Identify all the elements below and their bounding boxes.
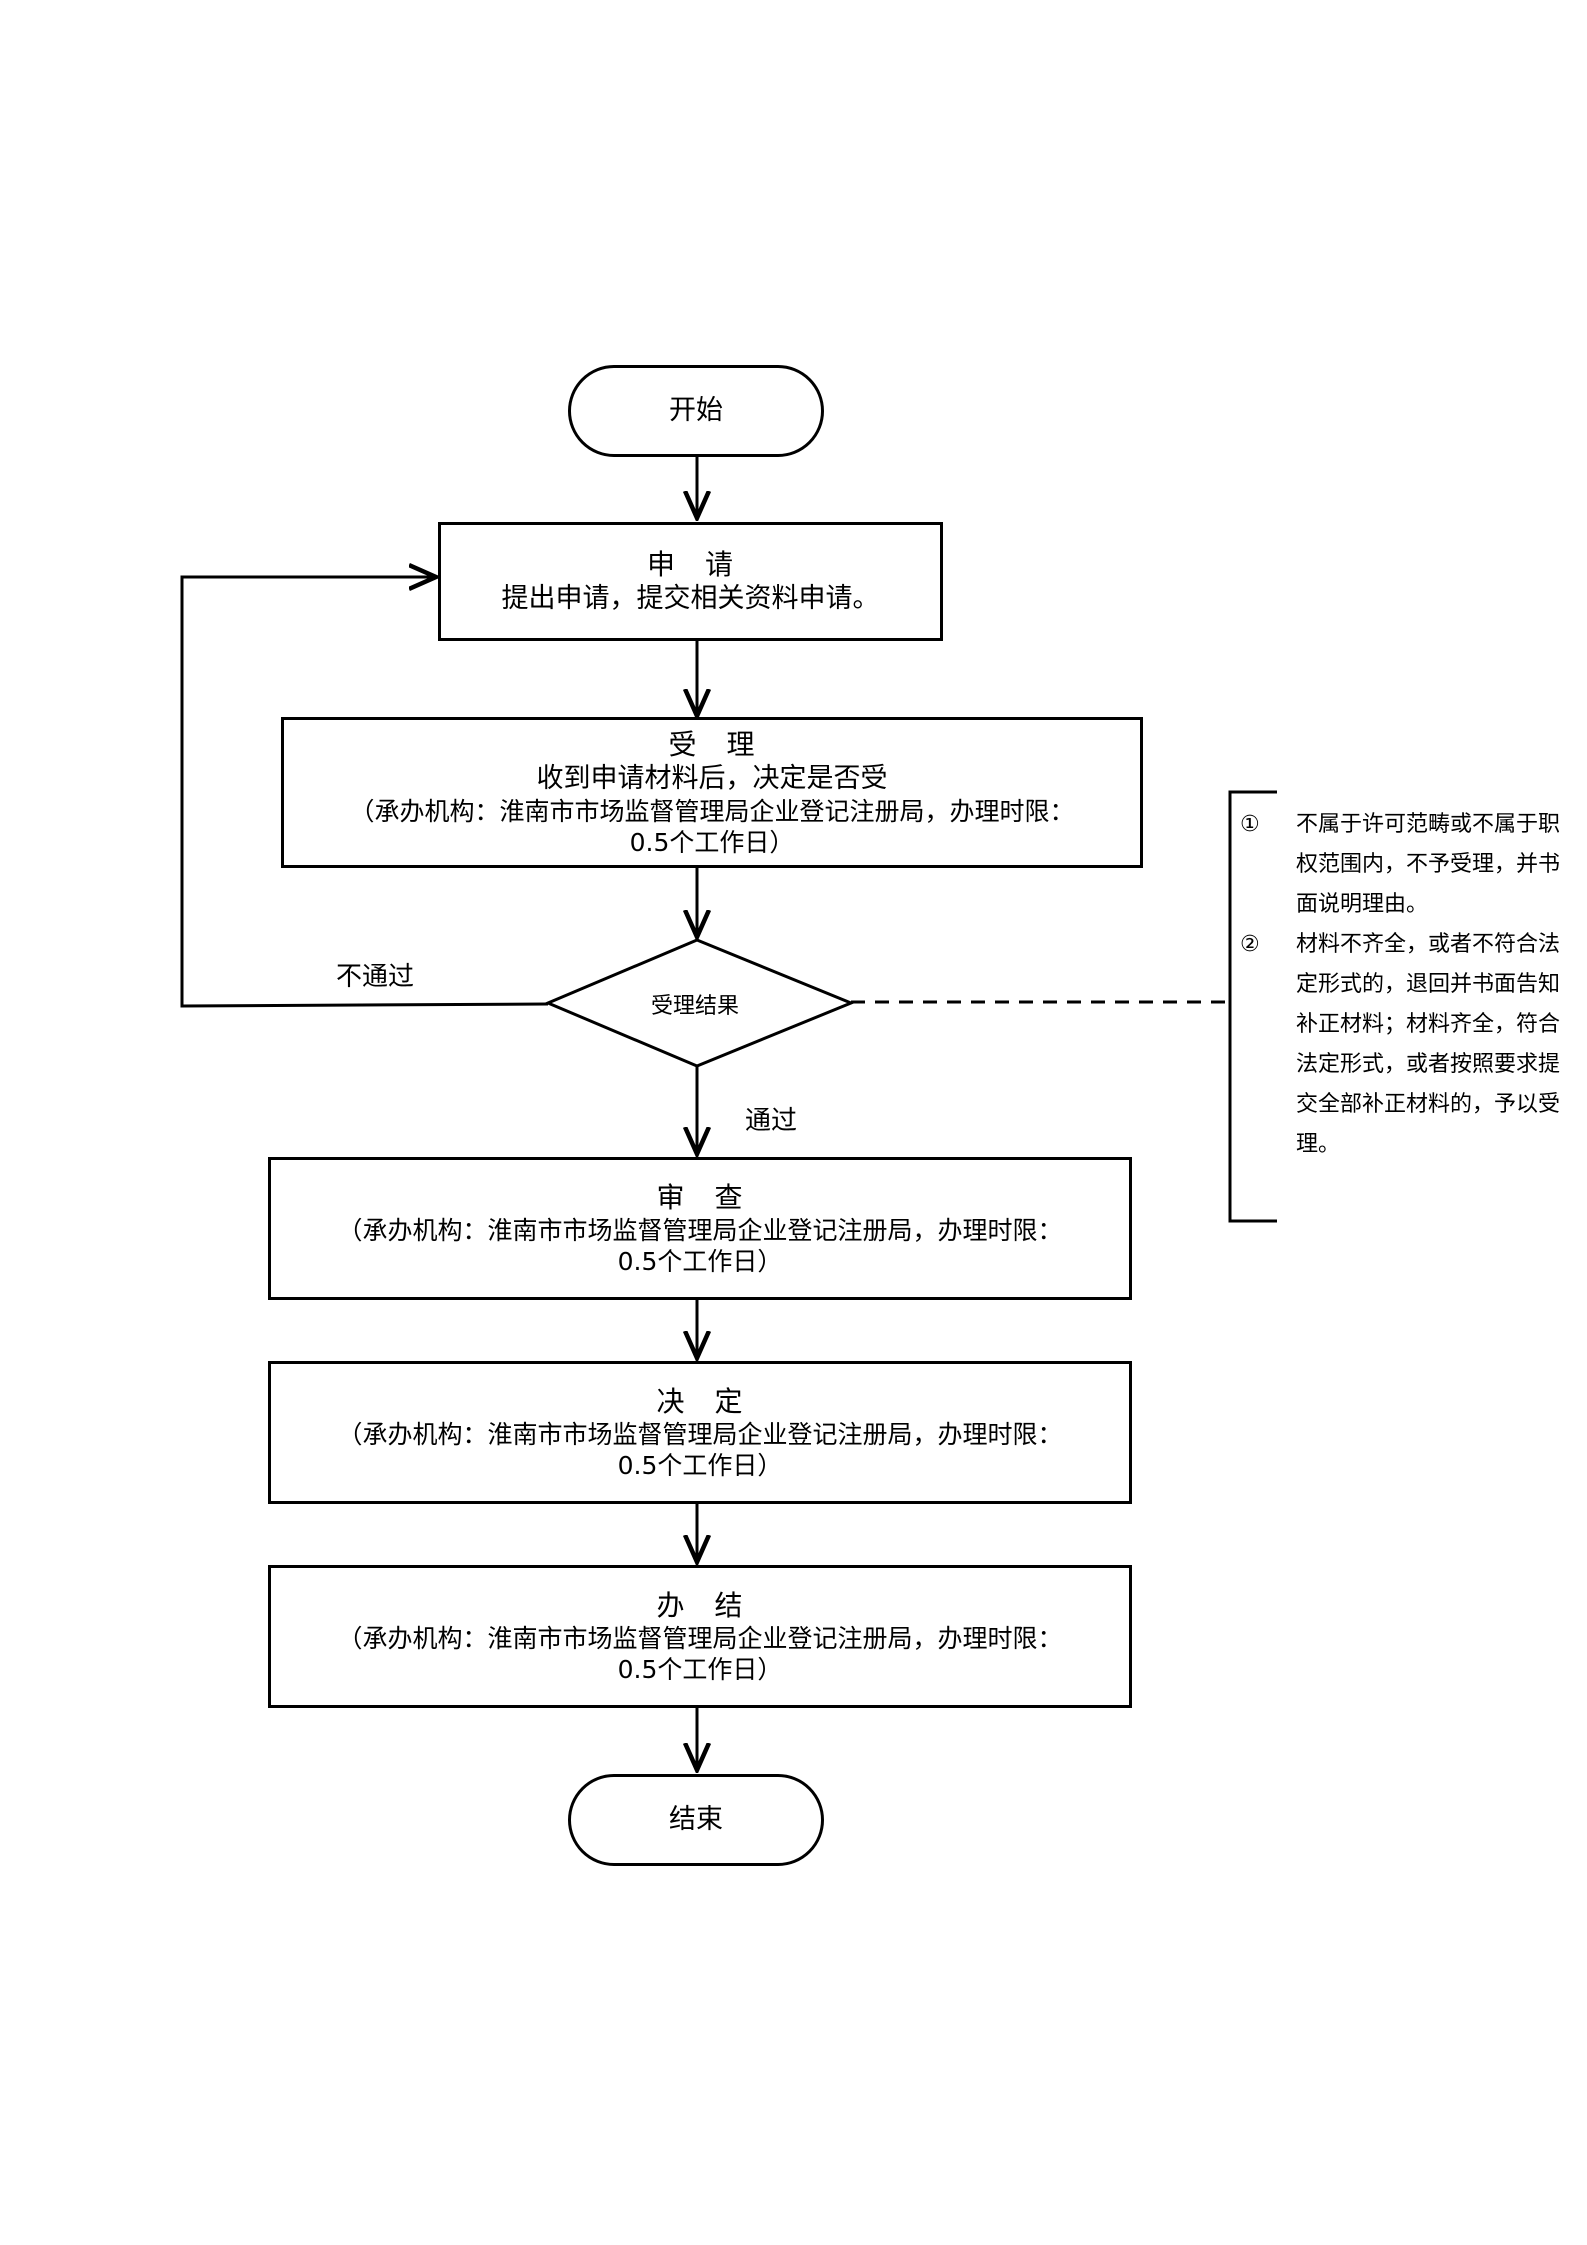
decision-label: 受理结果 <box>651 994 740 1019</box>
review-title: 审 查 <box>656 1180 744 1214</box>
review-time-limit: 0.5个工作日） <box>617 1247 783 1276</box>
pass-label: 通过 <box>745 1106 798 1136</box>
decision-diamond <box>544 938 855 1068</box>
note-marker-2: ② <box>1240 932 1260 957</box>
decide-title: 决 定 <box>656 1384 744 1418</box>
arrow-reject-loop <box>180 577 549 1008</box>
decide-agency: （承办机构：淮南市市场监督管理局企业登记注册局，办理时限： <box>337 1419 1063 1449</box>
complete-agency: （承办机构：淮南市市场监督管理局企业登记注册局，办理时限： <box>337 1623 1063 1653</box>
note-item-2: ② 材料不齐全，或者不符合法定形式的，退回并书面告知补正材料；材料齐全，符合法定… <box>1240 925 1570 1165</box>
accept-agency: （承办机构：淮南市市场监督管理局企业登记注册局，办理时限： <box>349 796 1075 826</box>
accept-title: 受 理 <box>668 727 756 761</box>
review-agency: （承办机构：淮南市市场监督管理局企业登记注册局，办理时限： <box>337 1215 1063 1245</box>
end-node: 结束 <box>568 1774 824 1866</box>
end-label: 结束 <box>669 1804 723 1836</box>
decide-time-limit: 0.5个工作日） <box>617 1451 783 1480</box>
apply-description: 提出申请，提交相关资料申请。 <box>501 583 880 615</box>
note-text-1: 不属于许可范畴或不属于职权范围内，不予受理，并书面说明理由。 <box>1296 812 1561 917</box>
complete-time-limit: 0.5个工作日） <box>617 1655 783 1684</box>
apply-title: 申 请 <box>646 548 734 582</box>
notes-panel: ① 不属于许可范畴或不属于职权范围内，不予受理，并书面说明理由。 ② 材料不齐全… <box>1240 805 1570 1165</box>
complete-box: 办 结 （承办机构：淮南市市场监督管理局企业登记注册局，办理时限： 0.5个工作… <box>268 1565 1132 1708</box>
note-marker-1: ① <box>1240 812 1260 837</box>
accept-box: 受 理 收到申请材料后，决定是否受 （承办机构：淮南市市场监督管理局企业登记注册… <box>281 717 1143 868</box>
apply-box: 申 请 提出申请，提交相关资料申请。 <box>438 522 943 641</box>
accept-time-limit: 0.5个工作日） <box>629 827 795 857</box>
complete-title: 办 结 <box>656 1588 744 1622</box>
note-text-2: 材料不齐全，或者不符合法定形式的，退回并书面告知补正材料；材料齐全，符合法定形式… <box>1296 932 1561 1157</box>
start-node: 开始 <box>568 365 824 457</box>
decide-box: 决 定 （承办机构：淮南市市场监督管理局企业登记注册局，办理时限： 0.5个工作… <box>268 1361 1132 1504</box>
note-item-1: ① 不属于许可范畴或不属于职权范围内，不予受理，并书面说明理由。 <box>1240 805 1570 925</box>
review-box: 审 查 （承办机构：淮南市市场监督管理局企业登记注册局，办理时限： 0.5个工作… <box>268 1157 1132 1300</box>
notes-bracket <box>1228 790 1277 1223</box>
reject-label: 不通过 <box>336 962 415 992</box>
start-label: 开始 <box>669 395 723 427</box>
accept-description: 收到申请材料后，决定是否受 <box>536 762 888 794</box>
